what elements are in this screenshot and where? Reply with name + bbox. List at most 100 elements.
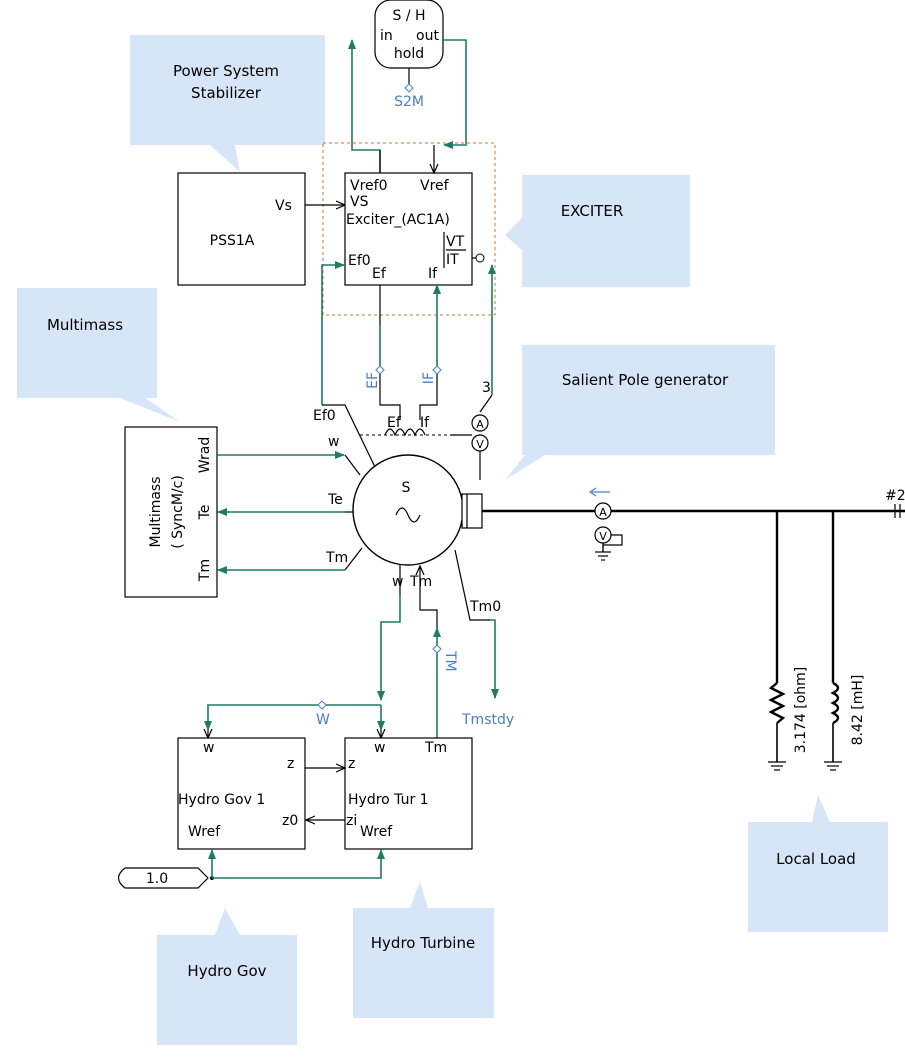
inductor-icon (830, 681, 840, 725)
pss1a-block[interactable]: PSS1A Vs (177, 172, 306, 286)
tur-zi-label: zi (346, 813, 357, 829)
s2m-node-icon (404, 83, 414, 93)
meter-lead (479, 394, 493, 413)
field-meter: A V (450, 414, 489, 480)
local-load-inductor[interactable]: 8.42 [mH] (824, 511, 866, 771)
w-down-wire (377, 595, 401, 701)
tmstdy-signal-label: Tmstdy (461, 712, 514, 728)
callout-power-system-stabilizer: Power System Stabilizer (130, 35, 325, 172)
callout-multimass-label: Multimass (47, 316, 123, 334)
exciter-vs-label: VS (350, 194, 369, 210)
inductor-value-label: 8.42 [mH] (850, 675, 866, 746)
exciter-vt-label: VT (446, 234, 465, 250)
ef0-port-wire (322, 404, 376, 468)
callout-salient-pole-generator: Salient Pole generator (505, 345, 775, 480)
generator-terminal-box (461, 493, 483, 529)
local-load-resistor[interactable]: 3.174 [ohm] (768, 511, 809, 771)
exciter-ef0-label: Ef0 (348, 253, 371, 269)
generator-symbol: S (402, 480, 411, 496)
if-signal-label: IF (421, 372, 437, 384)
multimass-wrad-label: Wrad (197, 437, 213, 473)
callout-pss-line2: Stabilizer (191, 84, 262, 102)
tur-name: Hydro Tur 1 (348, 792, 429, 808)
generator-w-label: w (328, 434, 339, 450)
gov-w-label: w (203, 740, 214, 756)
exciter-ef-label: Ef (372, 266, 387, 282)
pss1a-vs-label: Vs (275, 198, 292, 214)
resistor-value-label: 3.174 [ohm] (793, 667, 809, 754)
callout-multimass: Multimass (17, 288, 180, 422)
callout-hydro-turbine: Hydro Turbine (353, 882, 494, 1018)
sh-out-label: out (416, 28, 439, 44)
gov-z-label: z (287, 756, 294, 772)
bus-ammeter-icon: A (599, 506, 607, 519)
gov-z0-label: z0 (282, 813, 298, 829)
field-ef-label: Ef (387, 415, 402, 431)
tm-signal-label: TM (442, 650, 458, 672)
w-node-icon (317, 700, 327, 710)
callout-hydro-turbine-label: Hydro Turbine (371, 934, 475, 952)
pss1a-name: PSS1A (210, 233, 255, 249)
if-from-field-wire (419, 374, 438, 420)
current-direction-arrow-icon (588, 487, 597, 497)
field-winding: Ef If (360, 415, 450, 437)
sh-hold-label: hold (394, 46, 424, 62)
tur-tm-label: Tm (424, 740, 447, 756)
sh-out-to-vref-wire (443, 39, 467, 149)
callout-pss-line1: Power System (173, 62, 279, 80)
w-to-gov-wire (204, 704, 381, 731)
hydro-turbine-block[interactable]: w Tm z Hydro Tur 1 zi Wref (344, 737, 473, 850)
tur-z-label: z (348, 756, 355, 772)
w-port-wire (344, 454, 361, 476)
w-signal-label: W (316, 712, 330, 728)
tur-wref-label: Wref (360, 824, 393, 840)
sh-title: S / H (392, 8, 425, 24)
meter-count-label: 3 (482, 380, 491, 396)
generator-ef0-label: Ef0 (313, 408, 336, 424)
bus-voltmeter-icon: V (599, 530, 607, 543)
sample-hold-block[interactable]: S / H in out hold (374, 0, 444, 69)
field-voltmeter-icon: V (476, 438, 484, 451)
callout-generator-label: Salient Pole generator (562, 371, 729, 389)
exciter-name: Exciter_(AC1A) (346, 212, 450, 228)
resistor-icon (768, 682, 786, 724)
constant-source[interactable]: 1.0 (117, 867, 209, 889)
generator-tm-bottom-label: Tm (409, 574, 432, 590)
callout-exciter-label: EXCITER (561, 202, 624, 220)
generator-te-label: Te (327, 492, 343, 508)
salient-pole-generator[interactable]: S (352, 454, 483, 566)
gov-wref-label: Wref (188, 824, 221, 840)
generator-tm0-label: Tm0 (469, 599, 501, 615)
s2m-signal-label: S2M (394, 94, 424, 110)
exciter-vref-label: Vref (420, 178, 450, 194)
constant-value: 1.0 (146, 871, 168, 887)
bus-meter: A V (588, 487, 623, 561)
callout-hydro-gov: Hydro Gov (157, 908, 297, 1045)
sh-in-label: in (380, 28, 393, 44)
tur-w-label: w (374, 740, 385, 756)
generator-tm-label: Tm (325, 550, 348, 566)
multimass-block[interactable]: Multimass ( SyncM/c) Wrad Te Tm (124, 426, 218, 598)
exciter-it-label: IT (446, 252, 459, 268)
callout-local-load: Local Load (748, 795, 888, 932)
multimass-tm-label: Tm (197, 559, 213, 582)
gov-name: Hydro Gov 1 (178, 792, 265, 808)
exciter-dashed-region (322, 142, 496, 316)
callout-hydro-gov-label: Hydro Gov (187, 962, 266, 980)
callout-local-load-label: Local Load (776, 850, 856, 868)
exciter-if-label: If (428, 266, 438, 282)
tm0-to-tmstdy-wire (490, 619, 499, 699)
tm0-port-wire (454, 549, 490, 621)
ef-to-field-wire (379, 374, 401, 420)
ef-signal-label: EF (365, 372, 381, 389)
ac-wave-icon (395, 507, 421, 523)
multimass-subname: ( SyncM/c) (170, 475, 186, 549)
vref0-to-sh-in-wire (348, 39, 381, 173)
tm-port-wire (344, 547, 363, 571)
exciter-ac1a-block[interactable]: Vref0 Vref VS Exciter_(AC1A) VT IT Ef0 E… (344, 172, 473, 286)
exciter-vt-it-port-icon (475, 253, 485, 263)
hydro-gov-block[interactable]: w z Hydro Gov 1 z0 Wref (177, 737, 306, 850)
ef0-wire (321, 261, 345, 405)
multimass-te-label: Te (197, 505, 213, 521)
